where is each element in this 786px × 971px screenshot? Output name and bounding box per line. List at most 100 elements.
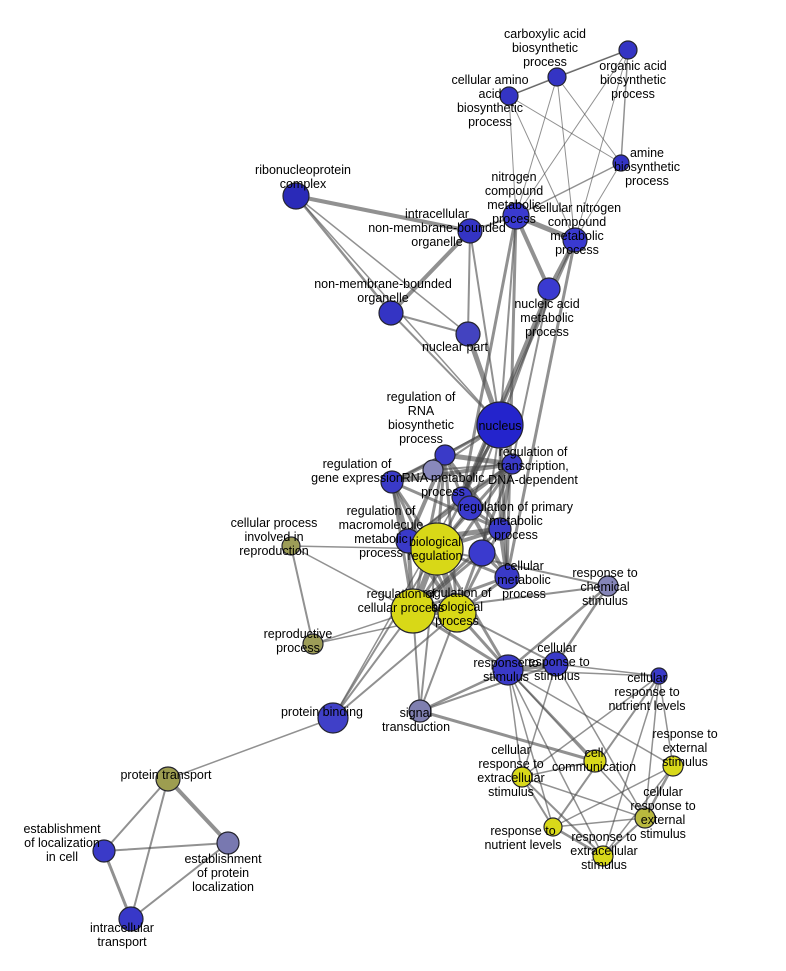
- graph-edge-cellamino--nitrogen: [508, 95, 517, 217]
- graph-node-nucacid[interactable]: [537, 277, 561, 301]
- graph-node-nuclearpart[interactable]: [455, 321, 481, 347]
- graph-node-regbioproc[interactable]: [437, 593, 477, 633]
- graph-node-nucleus[interactable]: [476, 401, 524, 449]
- graph-node-regprimary[interactable]: [488, 517, 512, 541]
- graph-node-ribo[interactable]: [282, 182, 310, 210]
- graph-edge-organic--cellnitrogen: [574, 49, 629, 241]
- graph-node-unlabeled1[interactable]: [457, 495, 483, 521]
- graph-node-protbind[interactable]: [317, 702, 349, 734]
- graph-node-intranmb[interactable]: [457, 218, 483, 244]
- graph-node-eopl[interactable]: [216, 831, 240, 855]
- graph-node-reggeneexp[interactable]: [380, 470, 404, 494]
- graph-edge-regRNAbio--regtranscription: [442, 452, 515, 467]
- graph-node-cpir[interactable]: [281, 536, 301, 556]
- graph-edge-crnl--crextra: [521, 675, 660, 778]
- graph-edge-reggeneexp--regprimary: [390, 480, 502, 531]
- graph-node-reproductive[interactable]: [302, 633, 324, 655]
- graph-edge-crnl--crexternal: [644, 675, 660, 819]
- graph-node-cellnitrogen[interactable]: [562, 227, 588, 253]
- graph-node-nitrogen[interactable]: [502, 202, 530, 230]
- graph-edge-cellamino--organic: [508, 49, 629, 97]
- graph-node-eolic[interactable]: [92, 839, 116, 863]
- graph-edge-respstim--chemstim: [506, 584, 610, 672]
- graph-node-regtranscription[interactable]: [501, 453, 523, 475]
- graph-node-regRNAbio[interactable]: [434, 444, 456, 466]
- graph-edge-cpir--reproductive: [290, 545, 314, 645]
- graph-node-label-nucleus: nucleus: [478, 419, 521, 433]
- graph-edge-sigtrans--bioreg: [419, 548, 438, 712]
- graph-node-sigtrans[interactable]: [408, 699, 432, 723]
- graph-edge-respstim--sigtrans: [418, 668, 510, 713]
- graph-edge-protbind--bioreg: [332, 548, 438, 719]
- graph-node-respstim[interactable]: [492, 654, 524, 686]
- graph-node-crexternal[interactable]: [634, 807, 656, 829]
- graph-edge-intratrans--eopl: [130, 842, 229, 920]
- graph-edge-cellrespstim--sigtrans: [419, 663, 557, 712]
- graph-edge-carboxylic--amine: [556, 76, 622, 164]
- graph-edge-protbind--prottrans: [167, 717, 334, 780]
- graph-edge-nitrogen--cellmetab: [505, 214, 518, 579]
- graph-node-crextra[interactable]: [511, 766, 533, 788]
- graph-node-regcellproc[interactable]: [390, 588, 436, 634]
- graph-node-rtext[interactable]: [662, 755, 684, 777]
- graph-edge-nitrogen--rnametab: [460, 214, 518, 499]
- graph-node-prottrans[interactable]: [155, 766, 181, 792]
- graph-edge-crnl--rtext: [658, 675, 674, 767]
- graph-edge-rtext--rtnl: [552, 765, 674, 828]
- graph-node-label-nuclearpart: nuclear part: [422, 340, 489, 354]
- graph-edge-unlabeled3--regtranscription: [432, 463, 513, 471]
- graph-node-chemstim[interactable]: [597, 575, 619, 597]
- graph-node-organic[interactable]: [618, 40, 638, 60]
- graph-node-cellcomm[interactable]: [583, 749, 607, 773]
- graph-edge-organic--nitrogen: [515, 49, 629, 217]
- graph-node-intratrans[interactable]: [118, 906, 144, 932]
- graph-edge-regtranscription--regcellproc: [411, 462, 514, 613]
- graph-node-bioreg[interactable]: [410, 522, 464, 576]
- graph-node-unlabeled3[interactable]: [422, 459, 444, 481]
- graph-node-amine[interactable]: [612, 154, 630, 172]
- graph-node-unlabeled2[interactable]: [468, 539, 496, 567]
- graph-edge-cellamino--amine: [508, 95, 622, 164]
- graph-edge-ribo--intranmb: [294, 194, 472, 233]
- graph-node-cellrespstim[interactable]: [543, 651, 569, 677]
- graph-node-carboxylic[interactable]: [547, 67, 567, 87]
- graph-edge-ribo--nuclearpart: [295, 195, 469, 335]
- graph-node-crnl[interactable]: [650, 667, 668, 685]
- graph-edge-carboxylic--nitrogen: [515, 76, 558, 217]
- graph-edge-crextra--rtes: [521, 776, 604, 857]
- graph-edge-carboxylic--cellnitrogen: [556, 76, 576, 241]
- graph-node-rtnl[interactable]: [543, 817, 563, 837]
- graph-edge-intranmb--nmborg: [389, 229, 472, 315]
- graph-node-cellmetab[interactable]: [494, 564, 520, 590]
- graph-edge-prottrans--eopl: [166, 777, 230, 845]
- graph-node-nmborg[interactable]: [378, 300, 404, 326]
- graph-node-rtes[interactable]: [592, 845, 614, 867]
- graph-edge-nitrogen--nucleus: [499, 215, 517, 426]
- graph-edge-nucacid--nucleus: [498, 287, 551, 427]
- graph-edge-crextra--cellcomm: [521, 760, 596, 778]
- graph-node-cellamino[interactable]: [499, 86, 519, 106]
